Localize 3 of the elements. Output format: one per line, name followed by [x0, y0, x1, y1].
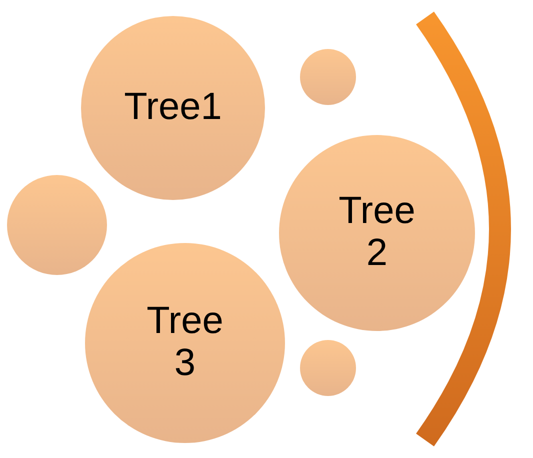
circle-label: Tree1	[124, 87, 222, 129]
circle-label: Tree 2	[338, 191, 416, 275]
circle-label: Tree 3	[146, 301, 224, 385]
